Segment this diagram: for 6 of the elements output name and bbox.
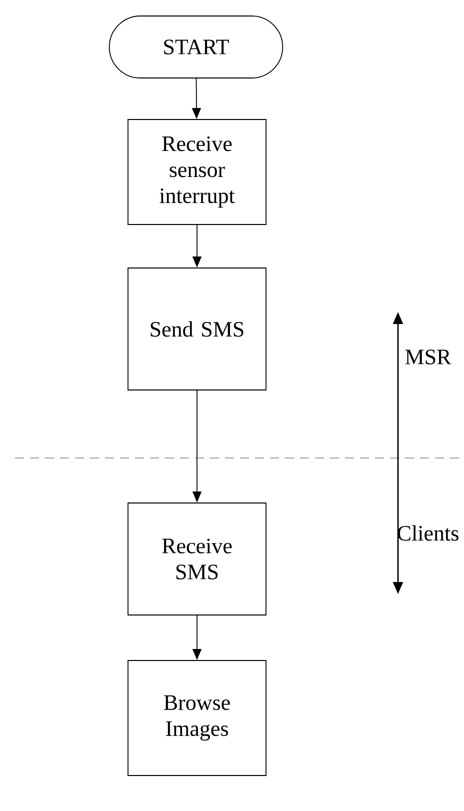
process-box: Receive SMS [128,502,266,616]
side-label: MSR [405,350,452,364]
process-box: Receive sensor interrupt [128,119,266,225]
process-box: Send SMS [128,268,266,390]
process-box: Browse Images [128,660,266,776]
side-label: Clients [398,525,458,541]
